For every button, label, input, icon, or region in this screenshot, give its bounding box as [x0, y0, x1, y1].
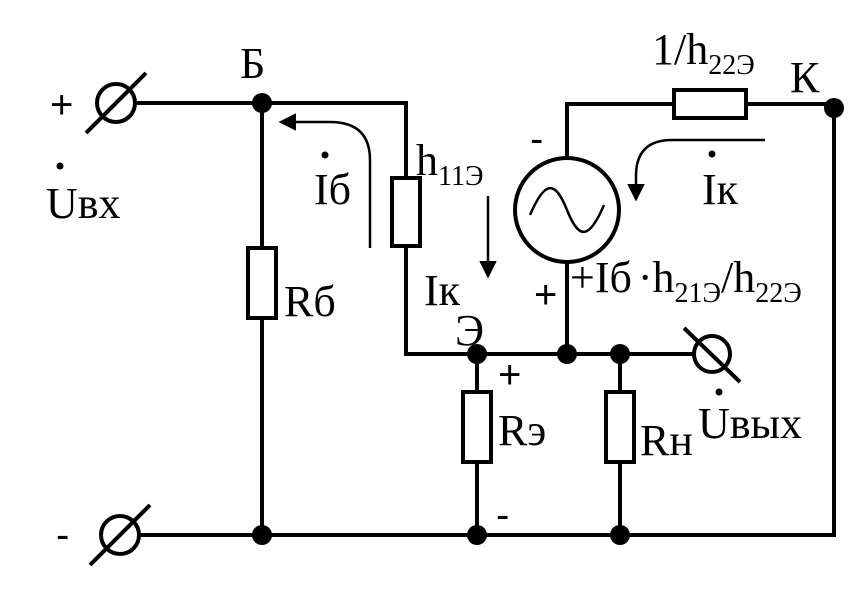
- node-bottom-rb-dot: [252, 525, 272, 545]
- sign-emitter-minus: -: [496, 493, 509, 537]
- label-resistor-rn: Rн: [640, 416, 693, 465]
- node-bottom-re-dot: [467, 525, 487, 545]
- resistor-h11: [390, 176, 422, 248]
- resistor-h22: [672, 88, 748, 120]
- sign-source-plus: +: [534, 273, 557, 317]
- label-collector-current-branch: Iк: [424, 266, 461, 315]
- node-base-dot: [252, 93, 272, 113]
- phasor-dot-ib: [321, 151, 329, 159]
- arrow-collector-loop-icon: [627, 138, 765, 202]
- terminal-input-top-icon: [84, 71, 148, 135]
- node-load-dot: [610, 344, 630, 364]
- sign-source-minus: -: [530, 117, 543, 161]
- node-source-dot: [557, 344, 577, 364]
- ac-source-icon: [513, 156, 621, 264]
- sign-input-minus: -: [56, 513, 69, 557]
- node-collector-dot: [824, 98, 844, 118]
- nodes: [252, 93, 844, 545]
- label-resistor-rb: Rб: [284, 277, 336, 326]
- label-source-expression: +Iб·h21Э/h22Э: [570, 253, 802, 309]
- sign-emitter-plus: +: [498, 353, 521, 397]
- sign-input-plus: +: [50, 83, 73, 127]
- arrow-base-current-icon: [278, 113, 372, 248]
- phasor-dot-uout: [715, 388, 723, 396]
- label-collector-current-loop: Iк: [702, 165, 739, 214]
- label-input-voltage: Uвх: [46, 179, 121, 228]
- label-node-collector: К: [790, 53, 820, 102]
- label-base-current: Iб: [314, 165, 351, 214]
- resistor-rb: [246, 246, 278, 320]
- phasor-dot-ik: [708, 150, 716, 158]
- node-emitter-dot: [467, 344, 487, 364]
- resistor-re: [461, 390, 493, 464]
- terminal-output-icon: [682, 326, 742, 384]
- label-node-base: Б: [240, 39, 265, 88]
- node-bottom-rn-dot: [610, 525, 630, 545]
- label-node-emitter: Э: [455, 306, 484, 355]
- phasor-dot-uin: [56, 162, 64, 170]
- resistor-rn: [604, 390, 636, 464]
- label-h11: h11Э: [416, 136, 483, 192]
- label-output-voltage: Uвых: [698, 399, 802, 448]
- terminal-input-bottom-icon: [88, 503, 152, 567]
- label-h22: 1/h22Э: [652, 25, 755, 81]
- label-resistor-re: Rэ: [498, 406, 546, 455]
